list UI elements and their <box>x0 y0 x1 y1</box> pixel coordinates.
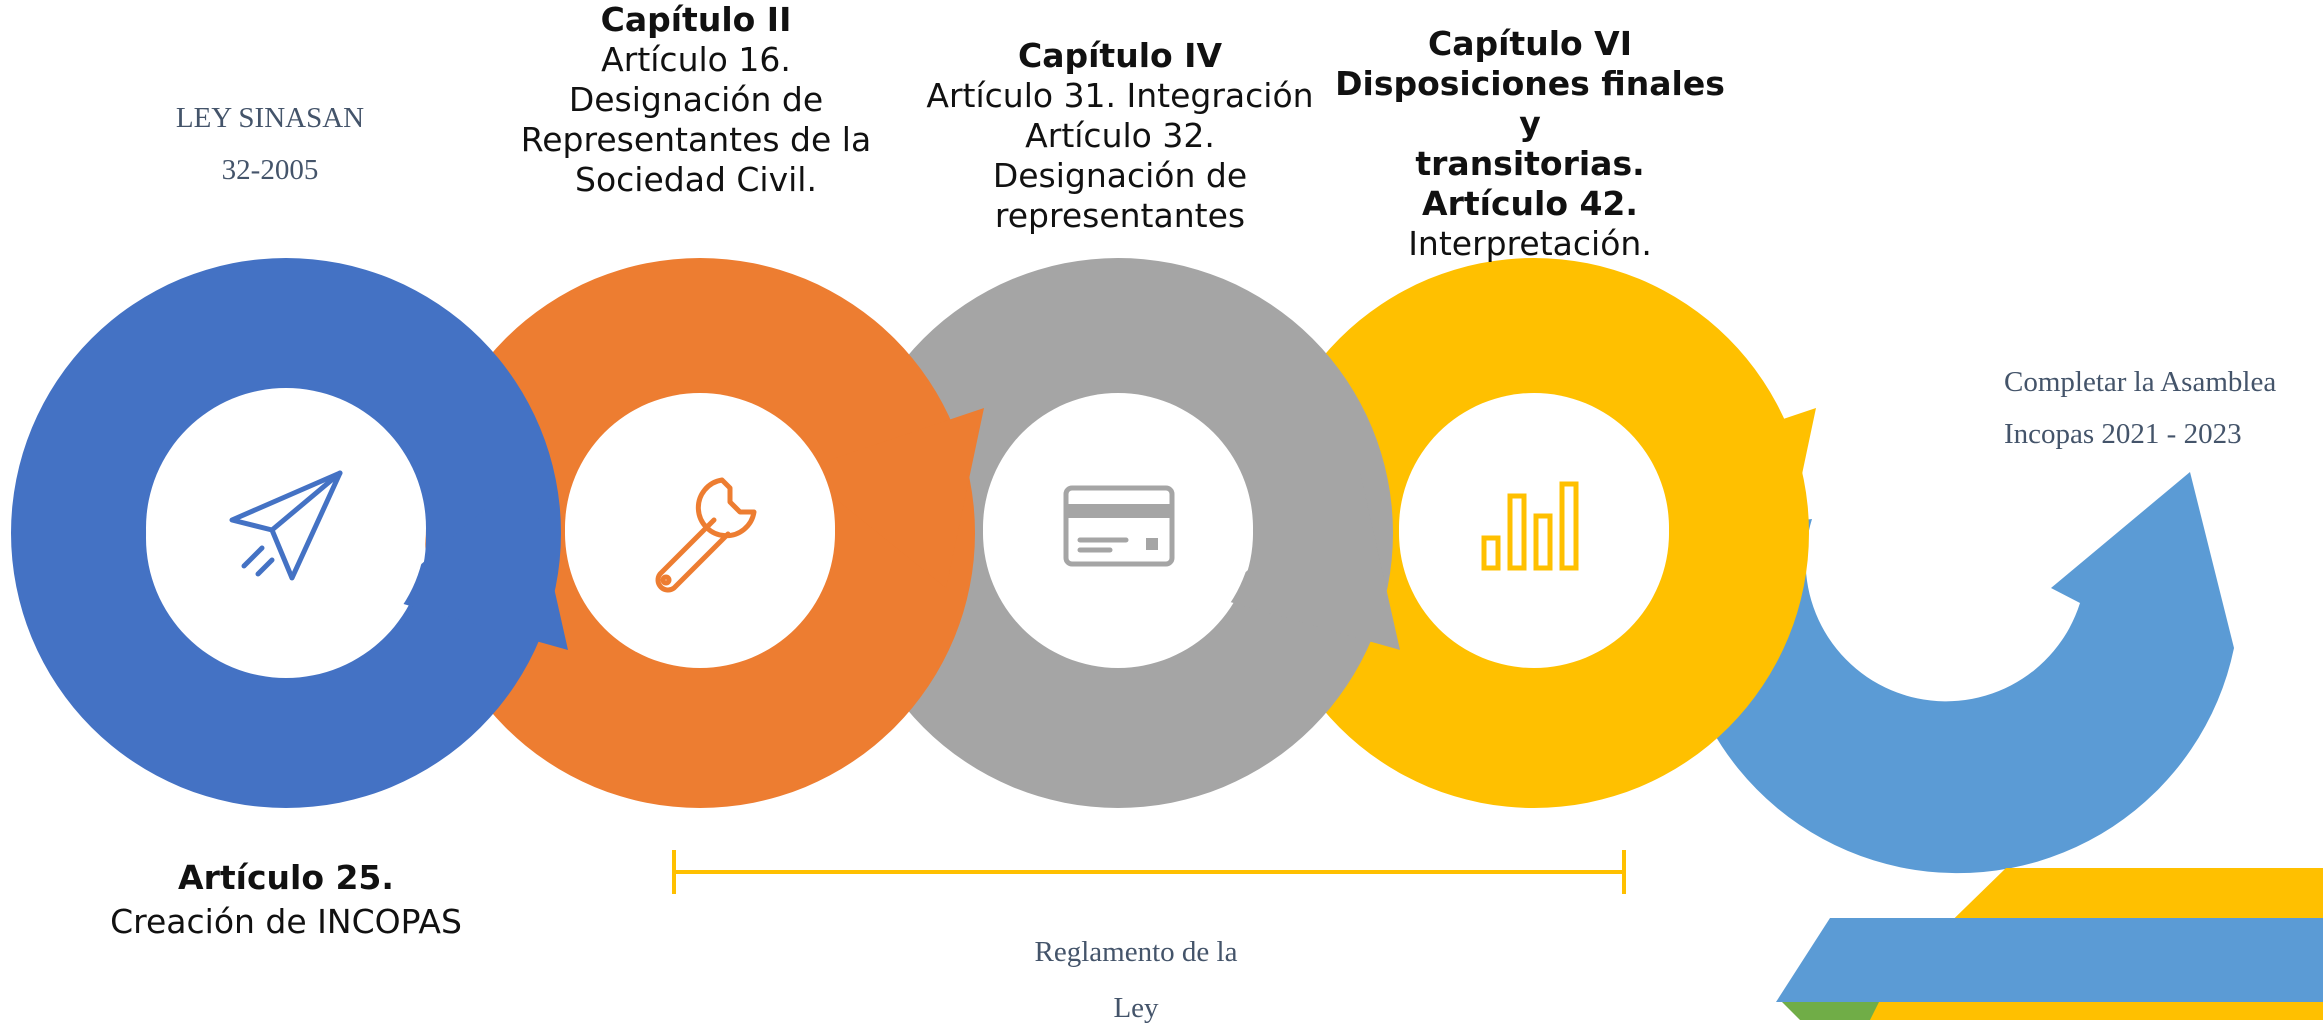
asamblea-line1: Completar la Asamblea <box>2004 366 2277 398</box>
cap6-line4: Interpretación. <box>1408 224 1652 263</box>
cap6-line1: Disposiciones finales y <box>1335 64 1725 143</box>
ley-line1: LEY SINASAN <box>175 102 365 134</box>
cap2-line2: Designación de <box>568 80 824 119</box>
art25-line1: Creación de INCOPAS <box>110 902 462 941</box>
cap4-line4: representantes <box>994 196 1246 235</box>
cap6-label: Capítulo VI Disposiciones finales y tran… <box>1330 24 1730 264</box>
reglamento-line2: Ley <box>1113 992 1159 1024</box>
asamblea-label: Completar la Asamblea Incopas 2021 - 202… <box>2004 356 2322 460</box>
corner-stripes <box>1776 868 2323 1020</box>
cap4-line2: Artículo 32. <box>1025 116 1215 155</box>
cap6-line3: Artículo 42. <box>1422 184 1638 223</box>
ley-sinasan-label: LEY SINASAN 32-2005 <box>120 92 420 196</box>
cap2-line1: Artículo 16. <box>601 40 791 79</box>
cap6-title: Capítulo VI <box>1428 24 1632 63</box>
reglamento-label: Reglamento de la Ley <box>986 924 1286 1036</box>
cap2-title: Capítulo II <box>600 0 792 39</box>
arrow-ring-gold <box>1259 258 1816 808</box>
reglamento-line1: Reglamento de la <box>1034 936 1238 968</box>
cap4-line3: Designación de <box>992 156 1248 195</box>
arrow-ring-orange <box>425 258 984 808</box>
cap2-line3: Representantes de la <box>520 120 872 159</box>
arrow-ring-gray <box>843 258 1400 808</box>
art25-label: Artículo 25. Creación de INCOPAS <box>86 856 486 944</box>
credit-card-icon <box>1063 485 1175 567</box>
paper-plane-icon <box>229 470 343 581</box>
cap2-line4: Sociedad Civil. <box>575 160 817 199</box>
cap2-label: Capítulo II Artículo 16. Designación de … <box>496 0 896 200</box>
cap4-label: Capítulo IV Artículo 31. Integración Art… <box>910 36 1330 236</box>
reglamento-bracket <box>672 850 1626 894</box>
wrench-icon <box>655 477 757 593</box>
bar-chart-icon <box>1481 481 1579 571</box>
art25-title: Artículo 25. <box>178 858 394 897</box>
cap4-line1: Artículo 31. Integración <box>926 76 1314 115</box>
arrow-ring-blue <box>11 258 568 808</box>
cap4-title: Capítulo IV <box>1018 36 1222 75</box>
asamblea-line2: Incopas 2021 - 2023 <box>2004 418 2242 450</box>
cap6-line2: transitorias. <box>1415 144 1645 183</box>
ley-line2: 32-2005 <box>221 154 319 186</box>
arrow-ring-lightblue <box>1675 472 2234 874</box>
